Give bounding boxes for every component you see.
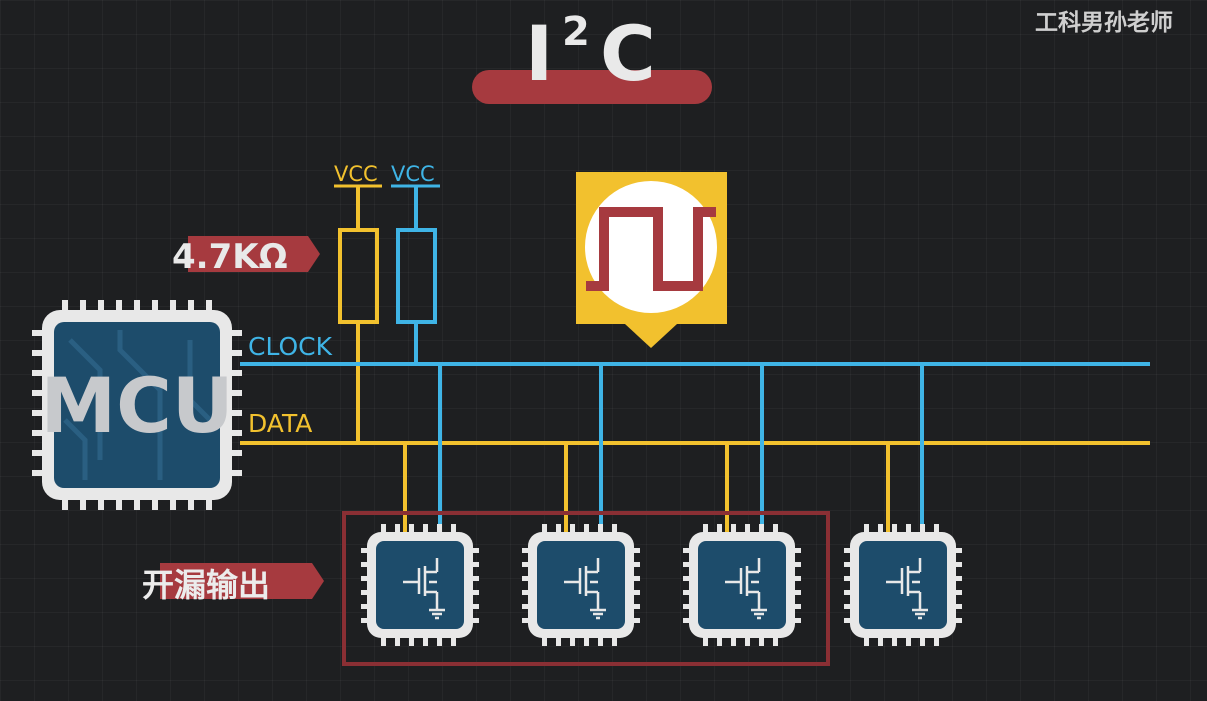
clock-label: CLOCK bbox=[248, 332, 333, 361]
mosfet-icon bbox=[725, 558, 767, 620]
resistor-label-tag bbox=[188, 236, 320, 272]
open-drain-highlight-box bbox=[342, 511, 830, 666]
mcu-chip: MCU bbox=[32, 300, 242, 510]
slave-chip-3 bbox=[683, 524, 801, 646]
open-drain-label: 开漏输出 bbox=[142, 566, 270, 604]
square-wave-icon bbox=[586, 207, 716, 291]
data-label: DATA bbox=[248, 409, 312, 438]
slave-chip-4 bbox=[844, 524, 962, 646]
title-underline bbox=[472, 70, 712, 104]
mosfet-icon bbox=[403, 558, 445, 620]
pullup-resistor-clock bbox=[396, 228, 437, 324]
resistor-label: 4.7KΩ bbox=[172, 237, 287, 277]
mosfet-icon bbox=[564, 558, 606, 620]
mosfet-icon bbox=[886, 558, 928, 620]
square-wave-badge bbox=[576, 172, 727, 348]
watermark: 工科男孙老师 bbox=[1035, 10, 1173, 36]
slave-chip-2 bbox=[522, 524, 640, 646]
pullup-resistor-data bbox=[338, 228, 379, 324]
mcu-label: MCU bbox=[40, 361, 233, 450]
title-letter-c: C bbox=[600, 9, 656, 98]
open-drain-label-tag bbox=[160, 563, 324, 599]
title-letter-i: I bbox=[525, 9, 553, 98]
vcc-label-data: VCC bbox=[334, 162, 378, 186]
title-superscript: 2 bbox=[562, 9, 590, 55]
vcc-label-clock: VCC bbox=[391, 162, 435, 186]
slave-chip-1 bbox=[361, 524, 479, 646]
